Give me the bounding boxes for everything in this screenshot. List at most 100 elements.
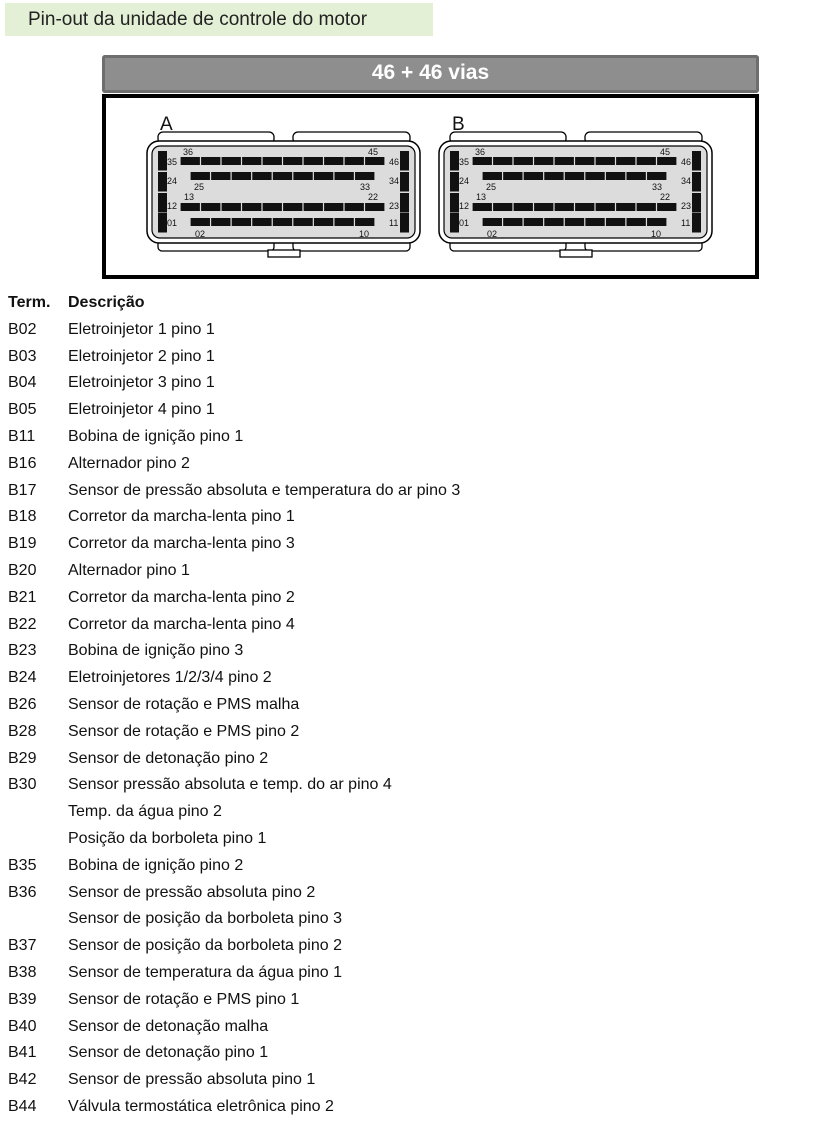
pin [201, 157, 221, 165]
pin-number: 22 [660, 192, 670, 202]
pin [158, 213, 167, 233]
pin [585, 172, 605, 180]
pin [534, 203, 554, 211]
pin [365, 203, 385, 211]
description-cell: Sensor de rotação e PMS pino 2 [68, 722, 300, 740]
pin [400, 172, 409, 192]
pin [242, 157, 262, 165]
pin [158, 172, 167, 192]
pin-number: 11 [389, 218, 398, 228]
pin [400, 151, 409, 171]
pin [523, 172, 544, 180]
pin-number: 02 [487, 229, 497, 239]
pin [472, 203, 492, 211]
term-cell: B18 [8, 508, 37, 526]
pin-number: 23 [389, 201, 399, 211]
pin [180, 157, 200, 165]
pin [564, 172, 585, 180]
pin [616, 157, 636, 165]
pin [647, 218, 667, 226]
connector-face [443, 145, 708, 239]
pin [503, 172, 523, 180]
pin [400, 193, 409, 213]
term-cell: B26 [8, 695, 37, 713]
pin [221, 157, 241, 165]
pin [355, 218, 375, 226]
description-cell: Corretor da marcha-lenta pino 3 [68, 535, 295, 553]
pin-number: 45 [368, 147, 378, 157]
pin [585, 218, 605, 226]
header-term: Term. [8, 294, 51, 311]
pin [647, 172, 667, 180]
description-cell: Bobina de ignição pino 1 [68, 427, 244, 445]
pin-number: 46 [389, 157, 399, 167]
term-cell: B41 [8, 1044, 37, 1062]
connector-header: 46 + 46 vias [102, 55, 759, 93]
pin [262, 157, 282, 165]
pin [692, 151, 701, 171]
pin [344, 157, 364, 165]
pin [334, 172, 354, 180]
pin [272, 172, 293, 180]
page-title: Pin-out da unidade de controle do motor [5, 3, 433, 36]
term-cell: B37 [8, 937, 37, 955]
pin [303, 157, 323, 165]
description-cell: Sensor de pressão absoluta e temperatura… [68, 481, 461, 499]
term-cell: B02 [8, 320, 37, 338]
term-cell: B35 [8, 856, 37, 874]
pin [180, 203, 200, 211]
header-description: Descrição [68, 294, 145, 311]
pin [595, 203, 615, 211]
pin [450, 193, 459, 213]
pin-number: 33 [360, 182, 370, 192]
term-cell: B16 [8, 454, 37, 472]
description-cell: Sensor de rotação e PMS pino 1 [68, 990, 300, 1008]
pin [221, 203, 241, 211]
connector-label: B [452, 114, 465, 135]
pin [554, 157, 574, 165]
pin [544, 172, 564, 180]
pin-number: 13 [184, 192, 194, 202]
pin-number: 25 [486, 182, 496, 192]
pin [262, 203, 282, 211]
pin-number: 34 [389, 176, 399, 186]
pin [636, 203, 656, 211]
pin [313, 172, 334, 180]
term-cell: B40 [8, 1017, 37, 1035]
term-cell: B30 [8, 776, 37, 794]
pin-number: 35 [167, 157, 177, 167]
pin-number: 46 [681, 157, 691, 167]
pin [534, 157, 554, 165]
pin [513, 203, 533, 211]
pin [201, 203, 221, 211]
term-cell: B19 [8, 535, 37, 553]
pin [692, 172, 701, 192]
pin [482, 172, 502, 180]
pin-number: 01 [459, 218, 469, 228]
term-cell: B24 [8, 669, 37, 687]
pin [616, 203, 636, 211]
description-cell: Sensor de pressão absoluta pino 2 [68, 883, 316, 901]
description-cell: Temp. da água pino 2 [68, 803, 222, 821]
pin [252, 172, 272, 180]
description-cell: Posição da borboleta pino 1 [68, 829, 267, 847]
pin [158, 193, 167, 213]
pin [450, 151, 459, 171]
pin [595, 157, 615, 165]
pin [293, 172, 313, 180]
description-cell: Sensor de temperatura da água pino 1 [68, 963, 342, 981]
pin [231, 218, 252, 226]
pin [503, 218, 523, 226]
pin-number: 13 [476, 192, 486, 202]
pin-number: 36 [475, 147, 485, 157]
description-cell: Corretor da marcha-lenta pino 2 [68, 588, 295, 606]
pin [242, 203, 262, 211]
term-cell: B29 [8, 749, 37, 767]
term-cell: B23 [8, 642, 37, 660]
description-cell: Sensor de posição da borboleta pino 2 [68, 937, 342, 955]
pin [190, 218, 210, 226]
pin [657, 203, 677, 211]
description-cell: Eletroinjetores 1/2/3/4 pino 2 [68, 669, 272, 687]
pin [231, 172, 252, 180]
